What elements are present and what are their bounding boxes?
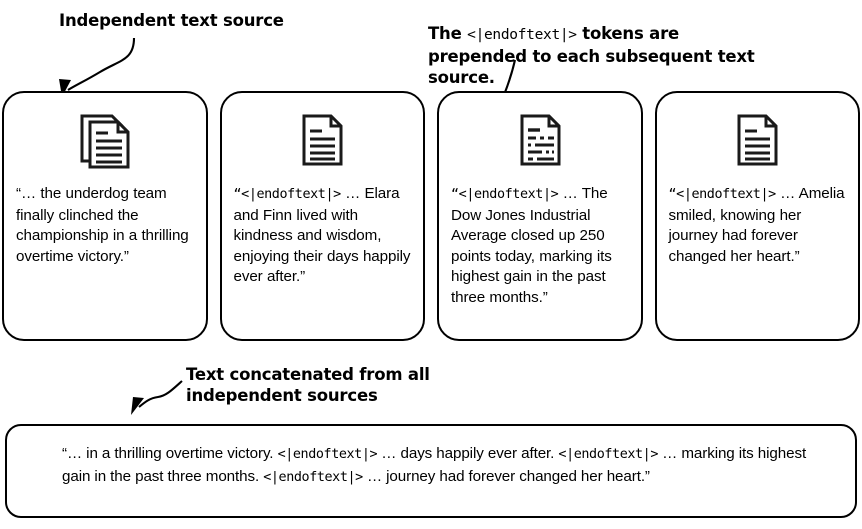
stacked-documents-icon [74,109,136,176]
concatenated-segment: … marking its highest gain in the past t… [62,445,807,485]
card-content: … Elara and Finn lived with kindness and… [233,185,411,285]
card-content: “… the underdog team finally clinched th… [16,185,189,265]
card-content: … The Dow Jones Industrial Average close… [451,185,612,306]
text-source-card[interactable]: “<|endoftext|> … Elara and Finn lived wi… [219,91,425,341]
card-body-text: “<|endoftext|> … Amelia smiled, knowing … [669,184,847,267]
callout-concatenated-text: Text concatenated from all independent s… [186,365,430,405]
card-body-text: “<|endoftext|> … Elara and Finn lived wi… [234,184,412,288]
concatenated-segment: … journey had forever changed her heart.… [362,467,650,485]
text-source-cards: “… the underdog team finally clinched th… [2,91,860,341]
concatenated-segment: … days happily ever after. [377,445,559,462]
callout-independent-text-source: Independent text source [59,11,284,30]
text-source-card[interactable]: “… the underdog team finally clinched th… [2,91,208,341]
document-icon [726,109,788,176]
card-token: “<|endoftext|> [233,187,342,202]
callout-endoftext-note: The <|endoftext|> tokens are prepended t… [428,2,755,88]
news-article-icon [509,109,571,176]
endoftext-token: <|endoftext|> [277,447,378,462]
text-source-card[interactable]: “<|endoftext|> … Amelia smiled, knowing … [654,91,860,341]
callout-endoftext-suffix: tokens are prepended to each subsequent … [428,24,755,87]
concatenated-segment: “… in a thrilling overtime victory. [62,445,278,462]
text-source-card[interactable]: “<|endoftext|> … The Dow Jones Industria… [437,91,643,341]
card-body-text: “<|endoftext|> … The Dow Jones Industria… [451,184,629,308]
concatenated-output-text: “… in a thrilling overtime victory. <|en… [62,443,833,488]
card-content: … Amelia smiled, knowing her journey had… [668,185,845,265]
endoftext-token: <|endoftext|> [558,447,659,462]
concatenated-output-box[interactable]: “… in a thrilling overtime victory. <|en… [5,424,857,518]
document-icon [291,109,353,176]
callout-endoftext-token: <|endoftext|> [467,27,577,43]
endoftext-token: <|endoftext|> [263,469,363,485]
callout-endoftext-prefix: The [428,24,468,43]
card-body-text: “… the underdog team finally clinched th… [16,184,194,267]
card-token: “<|endoftext|> [668,187,777,202]
card-token: “<|endoftext|> [451,187,559,202]
